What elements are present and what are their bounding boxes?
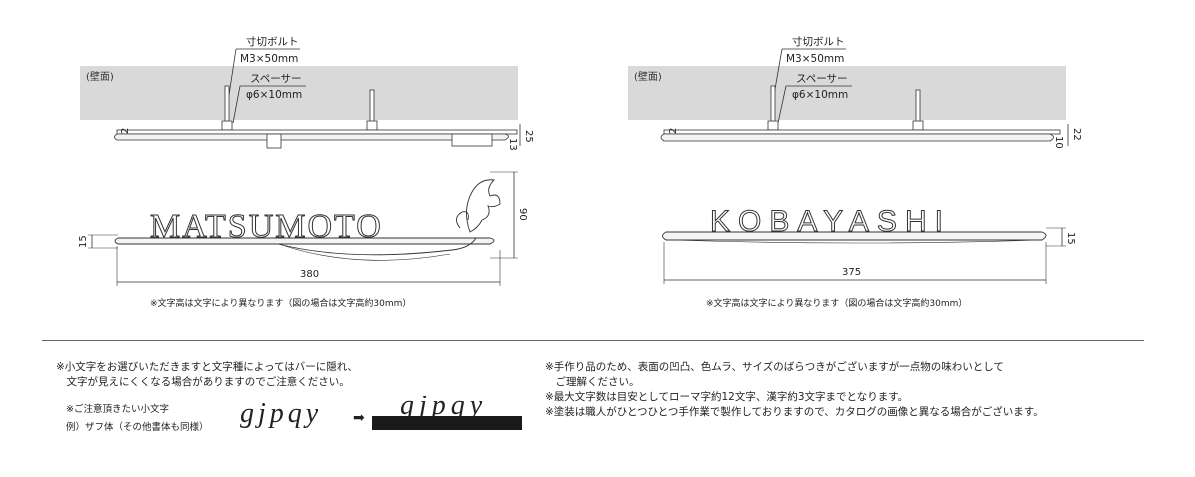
dim-plate: 2: [120, 128, 131, 134]
note-caution-lowercase: ※ご注意頂きたい小文字: [66, 404, 169, 415]
front-swoosh: [277, 237, 477, 256]
note-handmade-2: ご理解ください。: [545, 376, 640, 388]
arrow-icon: ➡: [353, 410, 365, 426]
bolt-label: 寸切ボルト: [246, 35, 299, 48]
bolt-size: M3×50mm: [786, 53, 844, 65]
bolt-leader: [228, 48, 237, 96]
spacer-2: [366, 120, 378, 131]
front-swoosh-2: [284, 245, 451, 261]
dim-total: 22: [1071, 128, 1082, 141]
front-bar: [114, 237, 495, 245]
notes-left-sub: ※ご注意頂きたい小文字 例）ザフ体（その他書体も同様）: [66, 403, 209, 435]
spacer-label: スペーサー: [250, 73, 302, 85]
bolt-size: M3×50mm: [240, 53, 298, 65]
dim-bar-height: 15: [1065, 232, 1076, 245]
note-lowercase-1: ※小文字をお選びいただきますと文字種によってはバーに隠れ、: [56, 361, 358, 373]
dim-plate: 2: [668, 128, 679, 134]
bolt-label: 寸切ボルト: [792, 35, 845, 48]
bar-clip-2: [451, 133, 493, 147]
ornament: [466, 179, 501, 233]
ornament-swirl: [456, 211, 469, 229]
left-diagram-svg: (壁面) 寸切ボルト M3×50mm スペーサー φ6×10mm 2 25 13…: [78, 35, 534, 286]
right-diagram: (壁面) 寸切ボルト M3×50mm スペーサー φ6×10mm 2 22 10…: [560, 0, 1120, 309]
right-caption: ※文字高は文字により異なります（図の場合は文字高約30mm）: [706, 299, 968, 309]
spacer-size: φ6×10mm: [246, 89, 302, 101]
spacer-1: [221, 120, 233, 131]
hidden-sample-bar: [372, 416, 522, 430]
bar-side: [660, 133, 1054, 142]
spacer-leader: [777, 85, 787, 124]
note-handmade-1: ※手作り品のため、表面の凹凸、色ムラ、サイズのばらつきがございますが一点物の味わ…: [545, 361, 1004, 373]
spacer-size: φ6×10mm: [792, 89, 848, 101]
dim-bar: 10: [1053, 136, 1064, 149]
spacer-2: [912, 120, 924, 131]
spacer-1: [767, 120, 779, 131]
lowercase-sample: gjpqy: [240, 398, 323, 429]
wall-area: [628, 66, 1066, 120]
plate-side: [663, 129, 1061, 135]
note-lowercase-2: 文字が見えにくくなる場合がありますのでご注意ください。: [56, 376, 350, 388]
wall-label: (壁面): [634, 70, 662, 83]
dim-height: 90: [517, 208, 528, 221]
hidden-sample: gjpqy: [372, 396, 522, 432]
left-caption: ※文字高は文字により異なります（図の場合は文字高約30mm）: [150, 299, 412, 309]
dim-bar-height: 15: [78, 235, 89, 248]
left-diagram: (壁面) 寸切ボルト M3×50mm スペーサー φ6×10mm 2 25 13…: [0, 0, 560, 309]
dim-total: 25: [523, 130, 534, 143]
plate-side: [116, 129, 518, 135]
front-bar-shadow: [671, 239, 1039, 244]
wall-label: (壁面): [86, 70, 114, 83]
notes-left: ※小文字をお選びいただきますと文字種によってはバーに隠れ、 文字が見えにくくなる…: [56, 360, 358, 390]
dim-width: 375: [842, 267, 861, 278]
section-divider: [42, 340, 1144, 341]
right-diagram-svg: (壁面) 寸切ボルト M3×50mm スペーサー φ6×10mm 2 22 10…: [628, 35, 1082, 284]
note-example-font: 例）ザフ体（その他書体も同様）: [66, 422, 209, 433]
note-max-chars: ※最大文字数は目安としてローマ字約12文字、漢字約3文字までとなります。: [545, 391, 909, 403]
spacer-label: スペーサー: [796, 73, 848, 85]
notes-right: ※手作り品のため、表面の凹凸、色ムラ、サイズのばらつきがございますが一点物の味わ…: [545, 360, 1044, 420]
dim-bar: 13: [507, 138, 518, 151]
bar-clip-1: [266, 133, 282, 149]
wall-area: [80, 66, 518, 120]
dim-width: 380: [300, 269, 319, 280]
front-bar: [662, 231, 1047, 241]
note-painting: ※塗装は職人がひとつひとつ手作業で製作しておりますので、カタログの画像と異なる場…: [545, 406, 1044, 418]
bar-side: [114, 133, 509, 141]
spacer-leader: [232, 85, 241, 124]
